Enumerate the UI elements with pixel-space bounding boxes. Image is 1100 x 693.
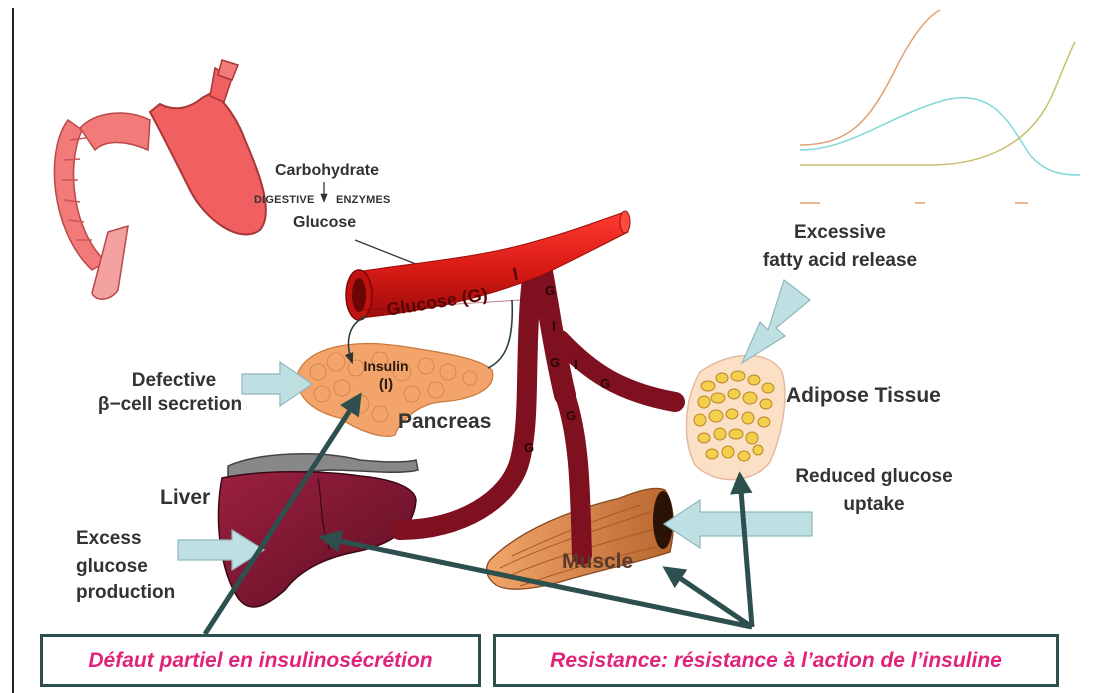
defective-label-line1: Defective: [100, 370, 248, 392]
defective-label-line2: β−cell secretion: [80, 394, 260, 416]
adipose-tissue-label: Adipose Tissue: [786, 384, 941, 408]
stomach-illustration: [54, 60, 265, 299]
olive-curve: [800, 42, 1075, 165]
liver-label: Liver: [160, 486, 210, 510]
insulin-symbol-label: (I): [366, 376, 406, 393]
liver-illustration: [219, 454, 418, 607]
insulin-secretion-defect-text: Défaut partiel en insulinosécrétion: [43, 649, 478, 673]
digestive-label: DIGESTIVE: [254, 194, 314, 206]
inset-curves: [800, 10, 1080, 203]
fatty-acid-label-line2: fatty acid release: [740, 250, 940, 272]
resistance-adipose-arrow: [740, 478, 752, 627]
insulin-resistance-text: Resistance: résistance à l’action de l’i…: [496, 649, 1056, 673]
reduced-label-line1: Reduced glucose: [774, 466, 974, 488]
excess-label-line1: Excess: [76, 528, 142, 550]
fatty-acid-label-line1: Excessive: [740, 222, 940, 244]
reduced-label-line2: uptake: [774, 494, 974, 516]
vessel-glucose-mark-4: G: [600, 376, 610, 391]
glucose-label: Glucose: [293, 214, 356, 232]
muscle-label: Muscle: [562, 550, 633, 574]
carbohydrate-label: Carbohydrate: [262, 162, 392, 180]
orange-curve: [800, 10, 940, 145]
insulin-resistance-caption: Resistance: résistance à l’action de l’i…: [493, 634, 1059, 687]
enzymes-label: ENZYMES: [336, 194, 391, 206]
pancreas-label: Pancreas: [398, 410, 491, 434]
excess-label-line3: production: [76, 582, 175, 604]
insulin-label: Insulin: [356, 358, 416, 374]
vessel-insulin-mark-2: I: [552, 318, 556, 334]
insulin-secretion-defect-caption: Défaut partiel en insulinosécrétion: [40, 634, 481, 687]
vessel-glucose-mark-3: G: [566, 408, 576, 423]
vessel-glucose-mark-5: G: [524, 440, 534, 455]
vessel-insulin-mark-3: I: [574, 356, 578, 372]
adipose-callout-arrow: [742, 280, 810, 363]
vessel-glucose-mark-2: G: [550, 355, 560, 370]
adipose-illustration: [686, 356, 784, 480]
vessel-glucose-mark-1: G: [545, 283, 555, 298]
excess-label-line2: glucose: [76, 556, 148, 578]
